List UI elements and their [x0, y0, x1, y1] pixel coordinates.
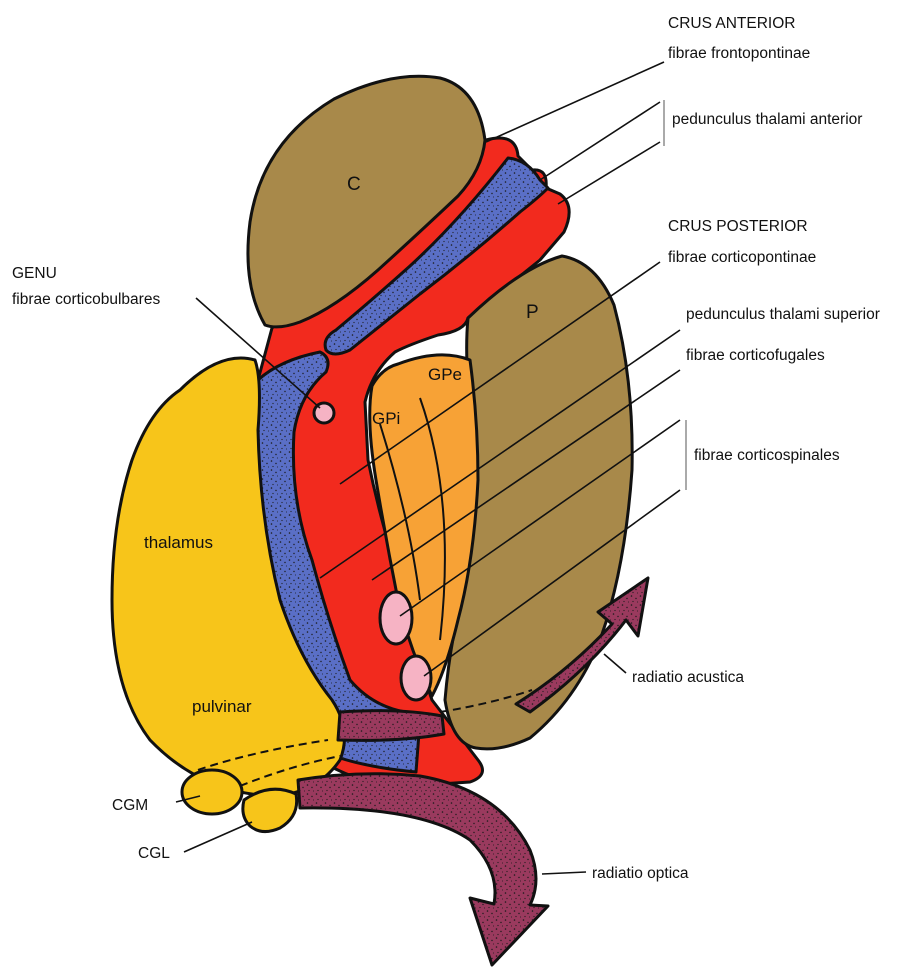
label-gpe: GPe — [428, 365, 462, 384]
label-fibrae-corticopontinae: fibrae corticopontinae — [668, 249, 816, 266]
label-cgl: CGL — [138, 845, 170, 862]
leader-fibrae-frontopontinae — [486, 62, 664, 142]
label-radiatio-optica: radiatio optica — [592, 865, 689, 882]
label-pulvinar: pulvinar — [192, 697, 252, 716]
label-gpi: GPi — [372, 409, 400, 428]
leader-radiatio-acustica — [604, 654, 626, 673]
label-cgm: CGM — [112, 797, 148, 814]
label-fibrae-corticospinales: fibrae corticospinales — [694, 447, 840, 464]
leader-cgl — [184, 822, 252, 852]
label-fibrae-frontopontinae: fibrae frontopontinae — [668, 45, 810, 62]
label-radiatio-acustica: radiatio acustica — [632, 669, 744, 686]
label-crus-posterior: CRUS POSTERIOR — [668, 218, 808, 235]
label-fibrae-corticobulbares: fibrae corticobulbares — [12, 291, 160, 308]
leader-radiatio-optica — [542, 872, 586, 874]
label-putamen: P — [526, 302, 539, 323]
corticospinal-nucleus-lower — [401, 656, 431, 700]
radiatio-optica-stipple — [295, 765, 555, 970]
label-genu: GENU — [12, 265, 57, 282]
label-thalamus: thalamus — [144, 533, 213, 552]
corticospinal-nucleus-upper — [380, 592, 412, 644]
label-pedunculus-thalami-superior: pedunculus thalami superior — [686, 306, 880, 323]
label-caudate: C — [347, 174, 361, 195]
label-crus-anterior: CRUS ANTERIOR — [668, 15, 795, 32]
cgm-nucleus — [182, 770, 242, 814]
leader-pedunculus-anterior-2 — [558, 142, 660, 204]
cgl-nucleus — [243, 789, 297, 831]
label-fibrae-corticofugales: fibrae corticofugales — [686, 347, 825, 364]
label-pedunculus-thalami-anterior: pedunculus thalami anterior — [672, 111, 862, 128]
leader-pedunculus-anterior-1 — [540, 102, 660, 180]
